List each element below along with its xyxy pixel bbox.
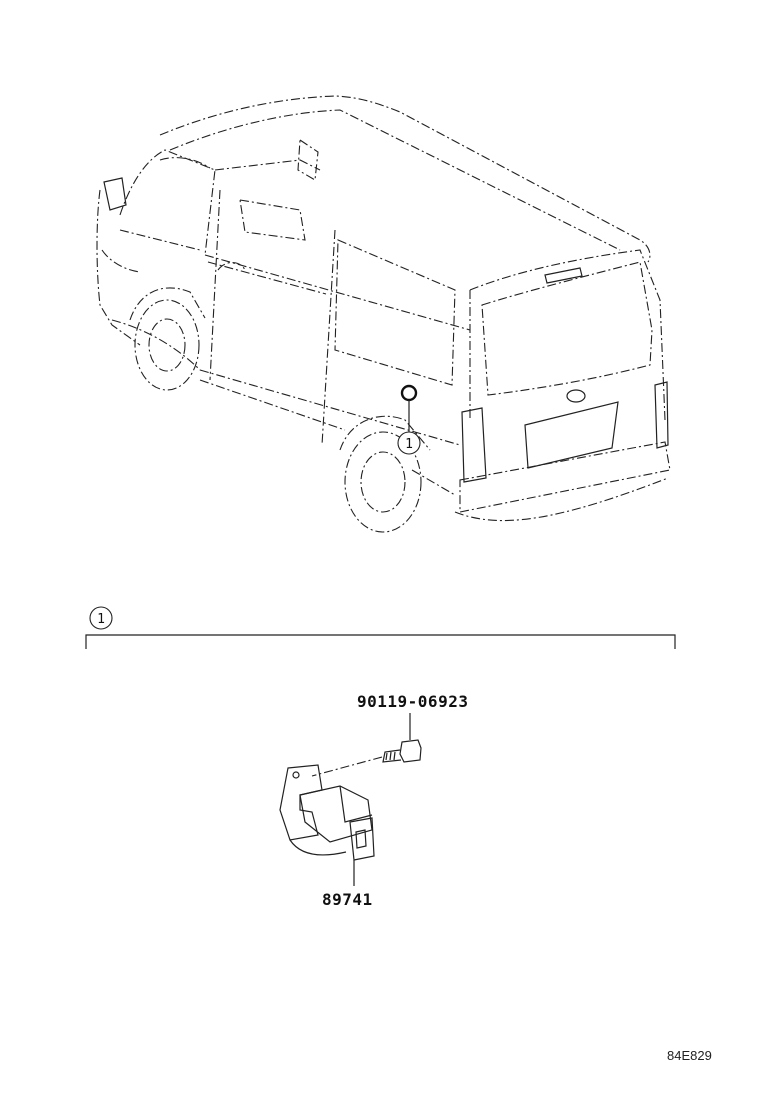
section-callout-circle: [89, 606, 113, 630]
figure-code: 84E829: [667, 1048, 712, 1063]
sensor-bracket-icon: [279, 764, 375, 861]
van-illustration: 1: [96, 95, 671, 533]
bolt-icon: [382, 739, 422, 763]
van-callout-number: 1: [405, 437, 413, 452]
front-wheel: [129, 287, 206, 391]
van-callout-circle: [397, 431, 421, 455]
rear-wheel: [339, 415, 431, 533]
bolt-part-number: 90119-06923: [357, 692, 468, 711]
section-callout-number: 1: [97, 612, 105, 627]
parts-detail: 90119-06923 89741: [279, 692, 468, 909]
location-marker: [400, 384, 418, 402]
section-bracket: 1: [85, 606, 676, 649]
sensor-part-number: 89741: [322, 890, 373, 909]
